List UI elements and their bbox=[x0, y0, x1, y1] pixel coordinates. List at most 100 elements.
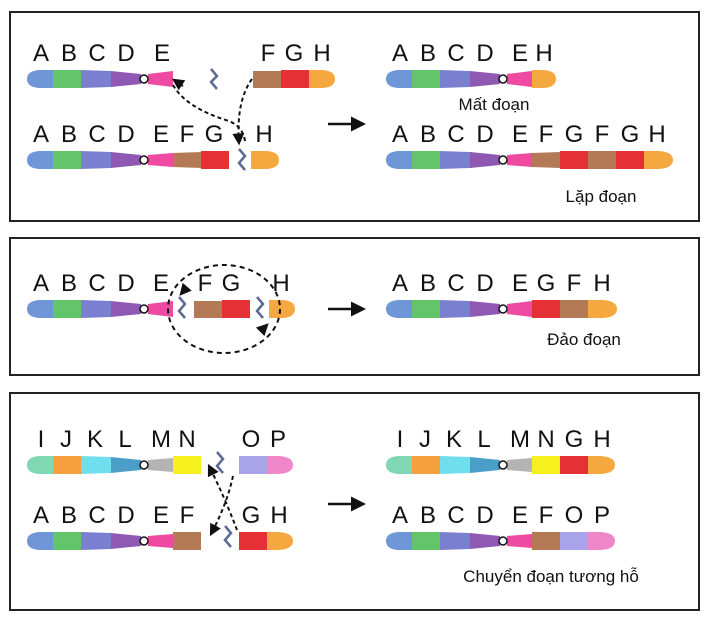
gene-label: D bbox=[476, 121, 493, 148]
segment-i bbox=[386, 456, 412, 474]
segment-h bbox=[532, 70, 556, 88]
centromere bbox=[498, 460, 508, 470]
segment-d bbox=[111, 152, 141, 168]
gene-label: A bbox=[392, 40, 408, 67]
gene-label: E bbox=[153, 121, 169, 148]
segment-a bbox=[27, 532, 53, 550]
gene-label: H bbox=[255, 121, 272, 148]
segment-c bbox=[81, 532, 111, 550]
segment-h bbox=[309, 70, 335, 88]
chromosome-abcdefgh: A B C D E F G bbox=[27, 121, 229, 169]
gene-label: E bbox=[153, 502, 169, 529]
gene-label: H bbox=[648, 121, 665, 148]
chromosome-ijklmngh: I J K L M N G H bbox=[386, 426, 615, 474]
segment-e bbox=[507, 301, 532, 317]
panel-1-diagram: A B C D E F G H A B C bbox=[27, 40, 673, 206]
centromere bbox=[139, 74, 149, 84]
gene-label: B bbox=[61, 270, 77, 297]
gene-label: D bbox=[476, 270, 493, 297]
segment-p bbox=[267, 456, 293, 474]
segment-d bbox=[470, 71, 500, 87]
fragment-fgh: F G H bbox=[253, 40, 335, 88]
gene-label: B bbox=[61, 502, 77, 529]
segment-d bbox=[470, 152, 500, 168]
gene-label: C bbox=[447, 270, 464, 297]
segment-b bbox=[53, 70, 81, 88]
centromere bbox=[498, 536, 508, 546]
gene-label: B bbox=[420, 502, 436, 529]
segment-f bbox=[560, 300, 588, 318]
segment-l bbox=[111, 457, 141, 473]
gene-label: I bbox=[397, 426, 404, 453]
segment-i bbox=[27, 456, 53, 474]
gene-label: B bbox=[420, 40, 436, 67]
break-mark bbox=[237, 148, 247, 171]
gene-label: L bbox=[118, 426, 131, 453]
segment-j bbox=[412, 456, 440, 474]
gene-label: E bbox=[512, 502, 528, 529]
segment-c bbox=[81, 300, 111, 318]
inversion-loop bbox=[167, 264, 281, 354]
gene-label: P bbox=[594, 502, 610, 529]
panel-2-diagram: A B C D E F G H A B C D bbox=[27, 264, 621, 354]
centromere bbox=[139, 460, 149, 470]
segment-a bbox=[386, 300, 412, 318]
gene-label: A bbox=[33, 40, 49, 67]
segment-e bbox=[148, 153, 173, 167]
segment-b bbox=[53, 300, 81, 318]
gene-label: G bbox=[537, 270, 556, 297]
segment-j bbox=[53, 456, 81, 474]
segment-a bbox=[386, 70, 412, 88]
segment-d bbox=[111, 71, 141, 87]
gene-label: B bbox=[420, 270, 436, 297]
gene-label: L bbox=[477, 426, 490, 453]
segment-d bbox=[470, 301, 500, 317]
gene-label: H bbox=[313, 40, 330, 67]
gene-label: F bbox=[595, 121, 610, 148]
gene-label: F bbox=[261, 40, 276, 67]
gene-label: B bbox=[61, 40, 77, 67]
centromere bbox=[498, 155, 508, 165]
segment-h bbox=[251, 151, 279, 169]
chromosome-abcdef: A B C D E F bbox=[27, 502, 201, 550]
fragment-gh: G H bbox=[239, 502, 293, 550]
gene-label: F bbox=[539, 502, 554, 529]
gene-label: E bbox=[512, 40, 528, 67]
gene-label: G bbox=[621, 121, 640, 148]
segment-p bbox=[588, 532, 615, 550]
break-mark bbox=[223, 525, 233, 548]
segment-c bbox=[440, 70, 470, 88]
gene-label: H bbox=[593, 426, 610, 453]
segment-e bbox=[507, 534, 532, 548]
segment-b bbox=[53, 532, 81, 550]
gene-label: A bbox=[33, 502, 49, 529]
gene-label: D bbox=[476, 40, 493, 67]
gene-label: C bbox=[447, 40, 464, 67]
gene-label: A bbox=[392, 502, 408, 529]
chromosome-abcdefop: A B C D E F O P bbox=[386, 502, 615, 550]
segment-h bbox=[644, 151, 673, 169]
gene-label: E bbox=[154, 40, 170, 67]
gene-label: O bbox=[565, 502, 584, 529]
segment-b bbox=[53, 151, 81, 169]
segment-f bbox=[532, 152, 560, 168]
break-mark bbox=[177, 296, 187, 319]
chromosome-inversion-before: A B C D E F G H bbox=[27, 270, 295, 318]
gene-label: M bbox=[151, 426, 171, 453]
segment-e bbox=[148, 301, 173, 317]
gene-label: E bbox=[153, 270, 169, 297]
gene-label: F bbox=[198, 270, 213, 297]
segment-k bbox=[440, 456, 470, 474]
centromere bbox=[139, 304, 149, 314]
segment-d bbox=[111, 533, 141, 549]
panel-3-diagram: I J K L M N O P A B C D E F bbox=[27, 426, 639, 586]
segment-a bbox=[386, 532, 412, 550]
break-mark bbox=[209, 68, 219, 90]
gene-label: M bbox=[510, 426, 530, 453]
segment-m bbox=[148, 458, 173, 472]
gene-label: K bbox=[87, 426, 103, 453]
break-mark bbox=[215, 451, 225, 474]
gene-label: F bbox=[567, 270, 582, 297]
gene-label: C bbox=[88, 502, 105, 529]
gene-label: H bbox=[270, 502, 287, 529]
